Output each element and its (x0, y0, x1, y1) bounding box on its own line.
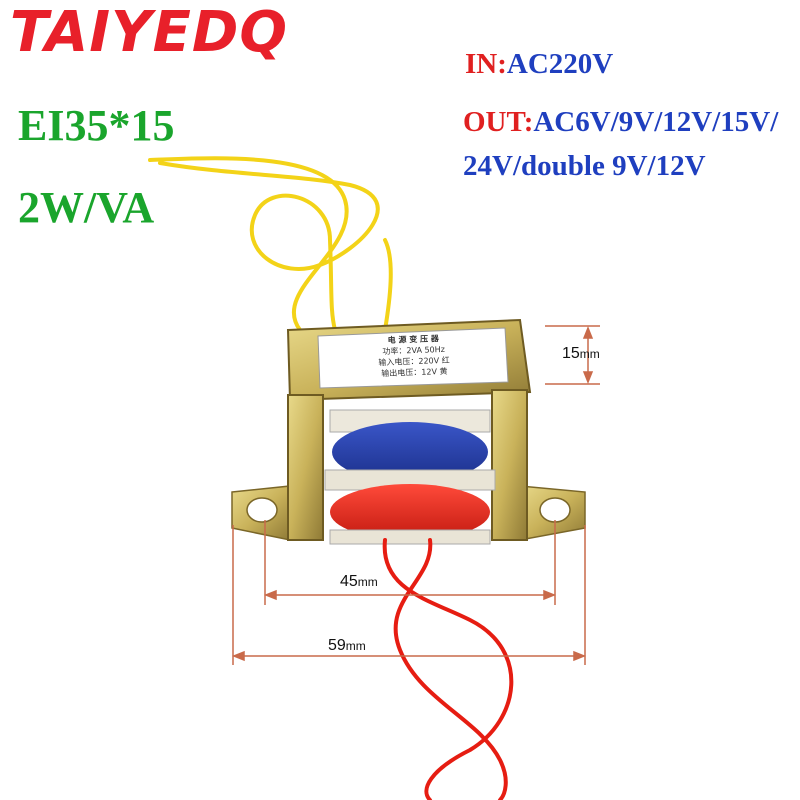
height-unit: mm (579, 347, 600, 361)
input-value: AC220V (506, 48, 614, 80)
outer-width-unit: mm (345, 639, 366, 653)
height-value: 15 (562, 345, 580, 362)
output-spec-continued: 24V/double 9V/12V (463, 150, 706, 182)
height-dimension-label: 15mm (562, 345, 600, 363)
yellow-wires (148, 156, 393, 332)
inner-width-dimension-label: 45mm (340, 573, 378, 591)
outer-width-dimension-label: 59mm (328, 637, 366, 655)
power-rating: 2W/VA (18, 183, 155, 232)
red-coil (330, 484, 490, 540)
input-spec: IN:AC220V (465, 48, 613, 81)
outer-width-value: 59 (328, 637, 346, 654)
product-sticker (317, 327, 509, 389)
inner-width-value: 45 (340, 573, 358, 590)
inner-width-unit: mm (357, 575, 378, 589)
brand-logo: TAIYEDQ (10, 0, 288, 65)
input-label: IN: (465, 48, 507, 80)
output-line1: AC6V/9V/12V/15V/ (533, 106, 779, 138)
model-number: EI35*15 (18, 101, 175, 150)
sticker-text: 电 源 变 压 器 功率：2VA 50Hz 输入电压：220V 红 输出电压：1… (321, 331, 507, 389)
blue-coil (332, 422, 488, 482)
output-spec: OUT:AC6V/9V/12V/15V/ (463, 106, 778, 139)
output-label: OUT: (463, 106, 534, 138)
red-wires (382, 538, 514, 800)
